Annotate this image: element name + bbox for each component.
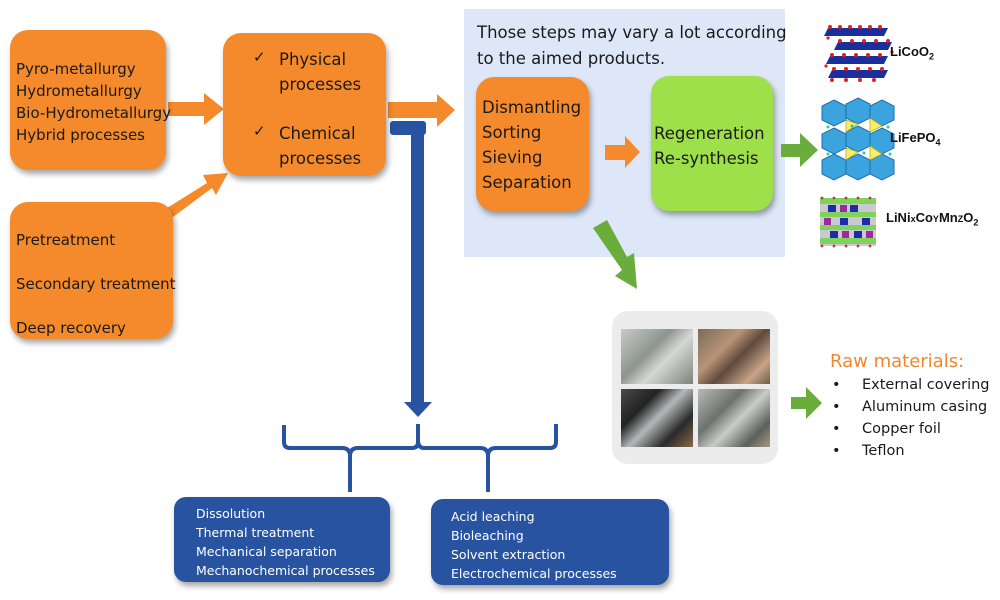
panel-note: Those steps may vary a lot according to … [477,20,787,72]
check-icon: ✓ [253,122,266,140]
product-licoo2: LiCoO2 [822,20,1000,84]
photo-teflon [698,389,770,447]
physical-method-item: Mechanical separation [196,544,337,559]
physical-method-item: Mechanochemical processes [196,563,375,578]
pretreatment-step: Sorting [482,123,542,142]
panel-note-line-2: to the aimed products. [477,49,666,68]
pretreatment-step: Sieving [482,148,543,167]
physical-method-item: Dissolution [196,506,266,521]
process-item-chemical: ✓ Chemical processes [253,121,361,171]
check-icon: ✓ [253,48,266,66]
methods-box: Pyro-metallurgy Hydrometallurgy Bio-Hydr… [10,30,171,170]
physical-method-item: Thermal treatment [196,525,315,540]
arrow-photo-to-raw-list [791,387,822,419]
method-item: Bio-Hydrometallurgy [16,104,172,122]
chemical-method-item: Acid leaching [451,509,535,524]
product-label-lifepo4: LiFePO4 [890,130,941,148]
arrow-methods-to-process [168,93,224,125]
raw-material-item: •External covering [832,377,990,393]
raw-materials-title: Raw materials: [830,351,965,372]
bracket-left [282,424,420,492]
regeneration-step: Regeneration [654,124,765,143]
stage-item: Secondary treatment [16,275,176,293]
raw-material-item: •Aluminum casing [832,399,988,415]
method-item: Pyro-metallurgy [16,60,136,78]
blue-connector-stem [411,125,424,405]
product-lifepo4: LiFePO4 [821,96,1000,186]
process-item-physical: ✓ Physical processes [253,47,361,97]
arrow-steps-to-regeneration [605,136,640,168]
chemical-methods-box: Acid leaching Bioleaching Solvent extrac… [431,499,669,585]
arrow-regeneration-to-products [781,133,818,167]
lifepo4-structure-image [821,97,895,181]
pretreatment-steps-box: Dismantling Sorting Sieving Separation [476,77,589,211]
physical-methods-box: Dissolution Thermal treatment Mechanical… [174,497,390,582]
product-nmc: LiNixCoYMnZO2 [816,194,1000,250]
nmc-structure-image [820,196,876,248]
arrow-stages-to-process [167,173,228,217]
blue-down-arrow-head [404,402,432,417]
bracket-right [416,424,558,492]
raw-materials-list: Raw materials: •External covering •Alumi… [830,350,990,462]
stage-item: Pretreatment [16,231,116,249]
method-item: Hydrometallurgy [16,82,142,100]
panel-note-line-1: Those steps may vary a lot according [477,23,787,42]
stages-box: Pretreatment Secondary treatment Deep re… [10,202,176,339]
chemical-method-item: Electrochemical processes [451,566,617,581]
product-label-licoo2: LiCoO2 [890,44,935,62]
regeneration-box: Regeneration Re-synthesis [651,76,773,211]
arrow-steps-to-raw-materials [593,220,637,289]
stage-item: Deep recovery [16,319,126,337]
regeneration-step: Re-synthesis [654,149,759,168]
process-box: ✓ Physical processes ✓ Chemical processe… [223,33,386,176]
photo-aluminum-casing [621,389,693,447]
chemical-method-item: Bioleaching [451,528,524,543]
licoo2-structure-image [824,25,894,82]
method-item: Hybrid processes [16,126,145,144]
raw-material-item: •Copper foil [832,421,941,437]
photo-copper-foil [698,329,770,384]
pretreatment-step: Separation [482,173,572,192]
pretreatment-step: Dismantling [482,98,582,117]
raw-materials-photo-card [612,311,778,464]
photo-external-covering [621,329,693,384]
arrow-process-to-panel [388,94,455,127]
raw-material-item: •Teflon [832,443,905,459]
chemical-method-item: Solvent extraction [451,547,566,562]
product-label-nmc: LiNixCoYMnZO2 [886,210,979,228]
